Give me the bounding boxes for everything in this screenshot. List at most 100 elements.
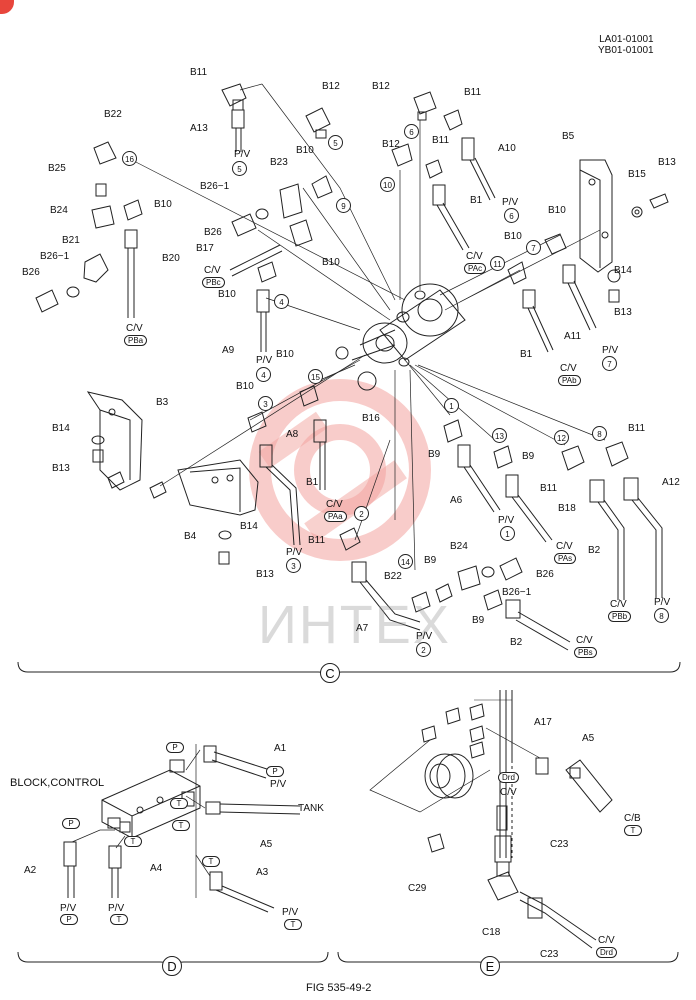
circled-number: 15: [308, 369, 323, 384]
label-b11: B11: [540, 483, 558, 494]
label-b26-1: B26−1: [200, 181, 230, 192]
b10-small: [247, 385, 319, 433]
label-pv: P/V: [654, 597, 671, 608]
label-cv: C/V: [500, 787, 517, 798]
circled-number: 3: [286, 558, 301, 573]
port-t: T: [284, 919, 302, 930]
label-pv: P/V: [256, 355, 273, 366]
label-b26: B26: [22, 267, 40, 278]
document-codes: LA01-01001 YB01-01001: [598, 34, 654, 56]
circled-number: 6: [504, 208, 519, 223]
label-b11: B11: [308, 535, 326, 546]
label-b14: B14: [52, 423, 70, 434]
document-code: YB01-01001: [598, 45, 654, 56]
label-a1: A1: [274, 743, 287, 754]
port-tag: PBa: [124, 335, 148, 346]
label-cv: C/V: [466, 251, 483, 262]
lower-fittings: [411, 557, 571, 651]
label-cv: C/V: [598, 935, 615, 946]
label-b26: B26: [204, 227, 222, 238]
label-pv: P/V: [602, 345, 619, 356]
label-pv: P/V: [286, 547, 303, 558]
label-b22: B22: [104, 109, 122, 120]
port-t: T: [170, 798, 188, 809]
label-b24: B24: [450, 541, 468, 552]
label-b1: B1: [306, 477, 319, 488]
label-b9: B9: [428, 449, 441, 460]
label-a13: A13: [190, 123, 208, 134]
e-leaders: [369, 727, 541, 813]
label-b26-1: B26−1: [40, 251, 70, 262]
label-pv: P/V: [60, 903, 77, 914]
label-b10: B10: [218, 289, 236, 300]
a10-hose: [461, 137, 496, 201]
label-pv: P/V: [108, 903, 125, 914]
b12-fittings: [305, 91, 463, 179]
label-a3: A3: [256, 867, 269, 878]
label-b10: B10: [296, 145, 314, 156]
label-b1: B1: [520, 349, 533, 360]
b5-bracket: [579, 159, 613, 273]
label-b26: B26: [536, 569, 554, 580]
label-b13: B13: [256, 569, 274, 580]
label-b25: B25: [48, 163, 66, 174]
label-b2: B2: [588, 545, 601, 556]
port-tag: PAb: [558, 375, 581, 386]
label-b12: B12: [322, 81, 340, 92]
label-b10: B10: [548, 205, 566, 216]
valve-body: [335, 283, 466, 391]
control-block-leaders: [71, 744, 211, 898]
label-b12: B12: [372, 81, 390, 92]
label-cb: C/B: [624, 813, 641, 824]
label-a4: A4: [150, 863, 163, 874]
label-b3: B3: [156, 397, 169, 408]
label-b11: B11: [190, 67, 208, 78]
label-b13: B13: [658, 157, 676, 168]
label-b18: B18: [558, 503, 576, 514]
label-b10: B10: [276, 349, 294, 360]
b15-b13-bolts: [631, 193, 669, 218]
label-tank: TANK: [298, 803, 324, 814]
label-a17: A17: [534, 717, 552, 728]
circled-number: 6: [404, 124, 419, 139]
a8-hose: [259, 444, 301, 546]
label-b21: B21: [62, 235, 80, 246]
center-left-fittings: [229, 175, 333, 352]
control-block-drawing: [101, 759, 201, 839]
label-b17: B17: [196, 243, 214, 254]
document-code: LA01-01001: [599, 34, 654, 45]
port-p: P: [60, 914, 78, 925]
b4-bracket: [177, 459, 259, 565]
b3-bracket: [86, 391, 143, 491]
label-b9: B9: [522, 451, 535, 462]
label-a2: A2: [24, 865, 37, 876]
port-tag: PAc: [464, 263, 487, 274]
label-a10: A10: [498, 143, 516, 154]
circled-number: 7: [602, 356, 617, 371]
b1-top: [432, 184, 470, 251]
section-c-bracket: [17, 661, 681, 681]
label-a12: A12: [662, 477, 680, 488]
label-cv: C/V: [576, 635, 593, 646]
label-c29: C29: [408, 883, 427, 894]
circled-number: 5: [328, 135, 343, 150]
label-b13: B13: [52, 463, 70, 474]
label-b16: B16: [362, 413, 380, 424]
circled-number: 4: [274, 294, 289, 309]
port-tag: PBs: [574, 647, 597, 658]
circled-number: 8: [654, 608, 669, 623]
label-pv: P/V: [498, 515, 515, 526]
label-b14: B14: [614, 265, 632, 276]
label-b24: B24: [50, 205, 68, 216]
d-hoses: [63, 745, 301, 913]
e-cylinder: [424, 753, 474, 799]
label-pv: P/V: [234, 149, 251, 160]
circled-number: 1: [500, 526, 515, 541]
label-cv: C/V: [556, 541, 573, 552]
label-b4: B4: [184, 531, 197, 542]
label-cv: C/V: [610, 599, 627, 610]
label-b22: B22: [384, 571, 402, 582]
section-e-bracket: [337, 951, 679, 971]
circled-number: 13: [492, 428, 507, 443]
port-t: T: [624, 825, 642, 836]
